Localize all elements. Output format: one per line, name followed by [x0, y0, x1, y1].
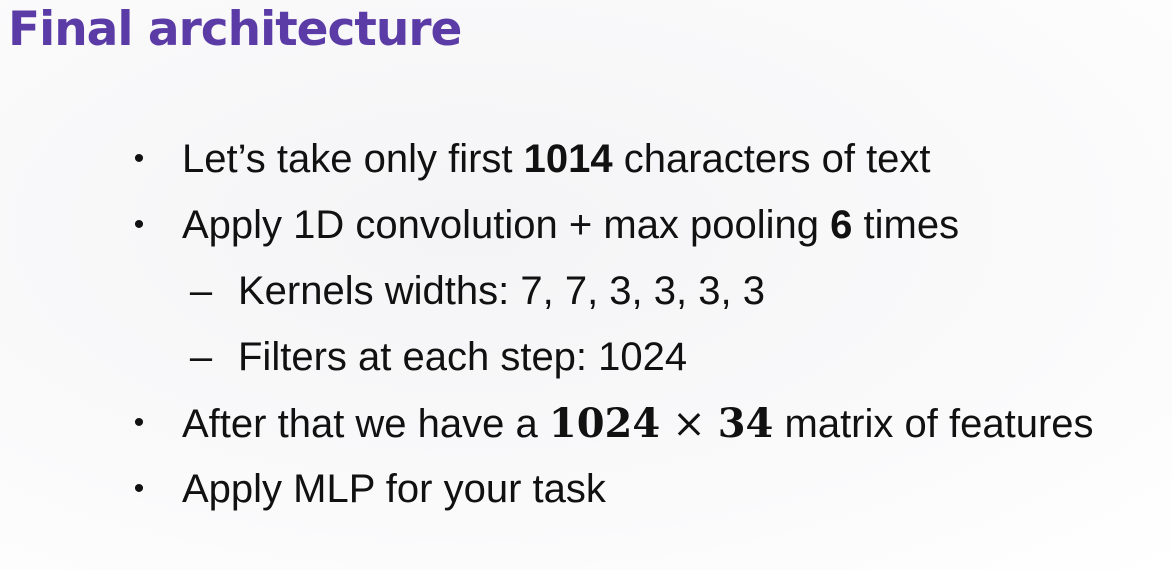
bullet-text-post: times [852, 202, 960, 247]
bullet-marker: • [133, 208, 145, 241]
bullet-text-pre: After that we have a [182, 401, 549, 446]
bullet-text: After that we have a 1024×34 matrix of f… [182, 400, 1094, 447]
page-title: Final architecture [8, 2, 462, 57]
bullet-text: Apply MLP for your task [182, 466, 606, 511]
bullet-text-strong: 6 [830, 202, 853, 247]
bullet-text-strong: 1014 [523, 136, 613, 181]
matrix-cols: 34 [717, 399, 774, 447]
bullet-text-post: matrix of features [773, 401, 1094, 446]
times-symbol: × [672, 400, 706, 447]
bullet-text-pre: Let’s take only first [182, 136, 524, 181]
bullet-marker: • [133, 472, 145, 505]
bullet-marker: • [133, 406, 145, 439]
bullet-marker: • [133, 142, 145, 175]
bullet-text-post: characters of text [612, 136, 931, 181]
bullet-text: Apply 1D convolution + max pooling 6 tim… [182, 203, 959, 248]
sub-bullet-marker: – [189, 268, 213, 313]
sub-bullet-text: Filters at each step: 1024 [238, 334, 688, 379]
matrix-rows: 1024 [548, 399, 661, 447]
sub-bullet-marker: – [189, 334, 213, 379]
sub-bullet-text: Kernels widths: 7, 7, 3, 3, 3, 3 [238, 268, 765, 313]
bullet-text-pre: Apply 1D convolution + max pooling [182, 202, 831, 247]
bullet-text: Let’s take only first 1014 characters of… [182, 137, 931, 182]
